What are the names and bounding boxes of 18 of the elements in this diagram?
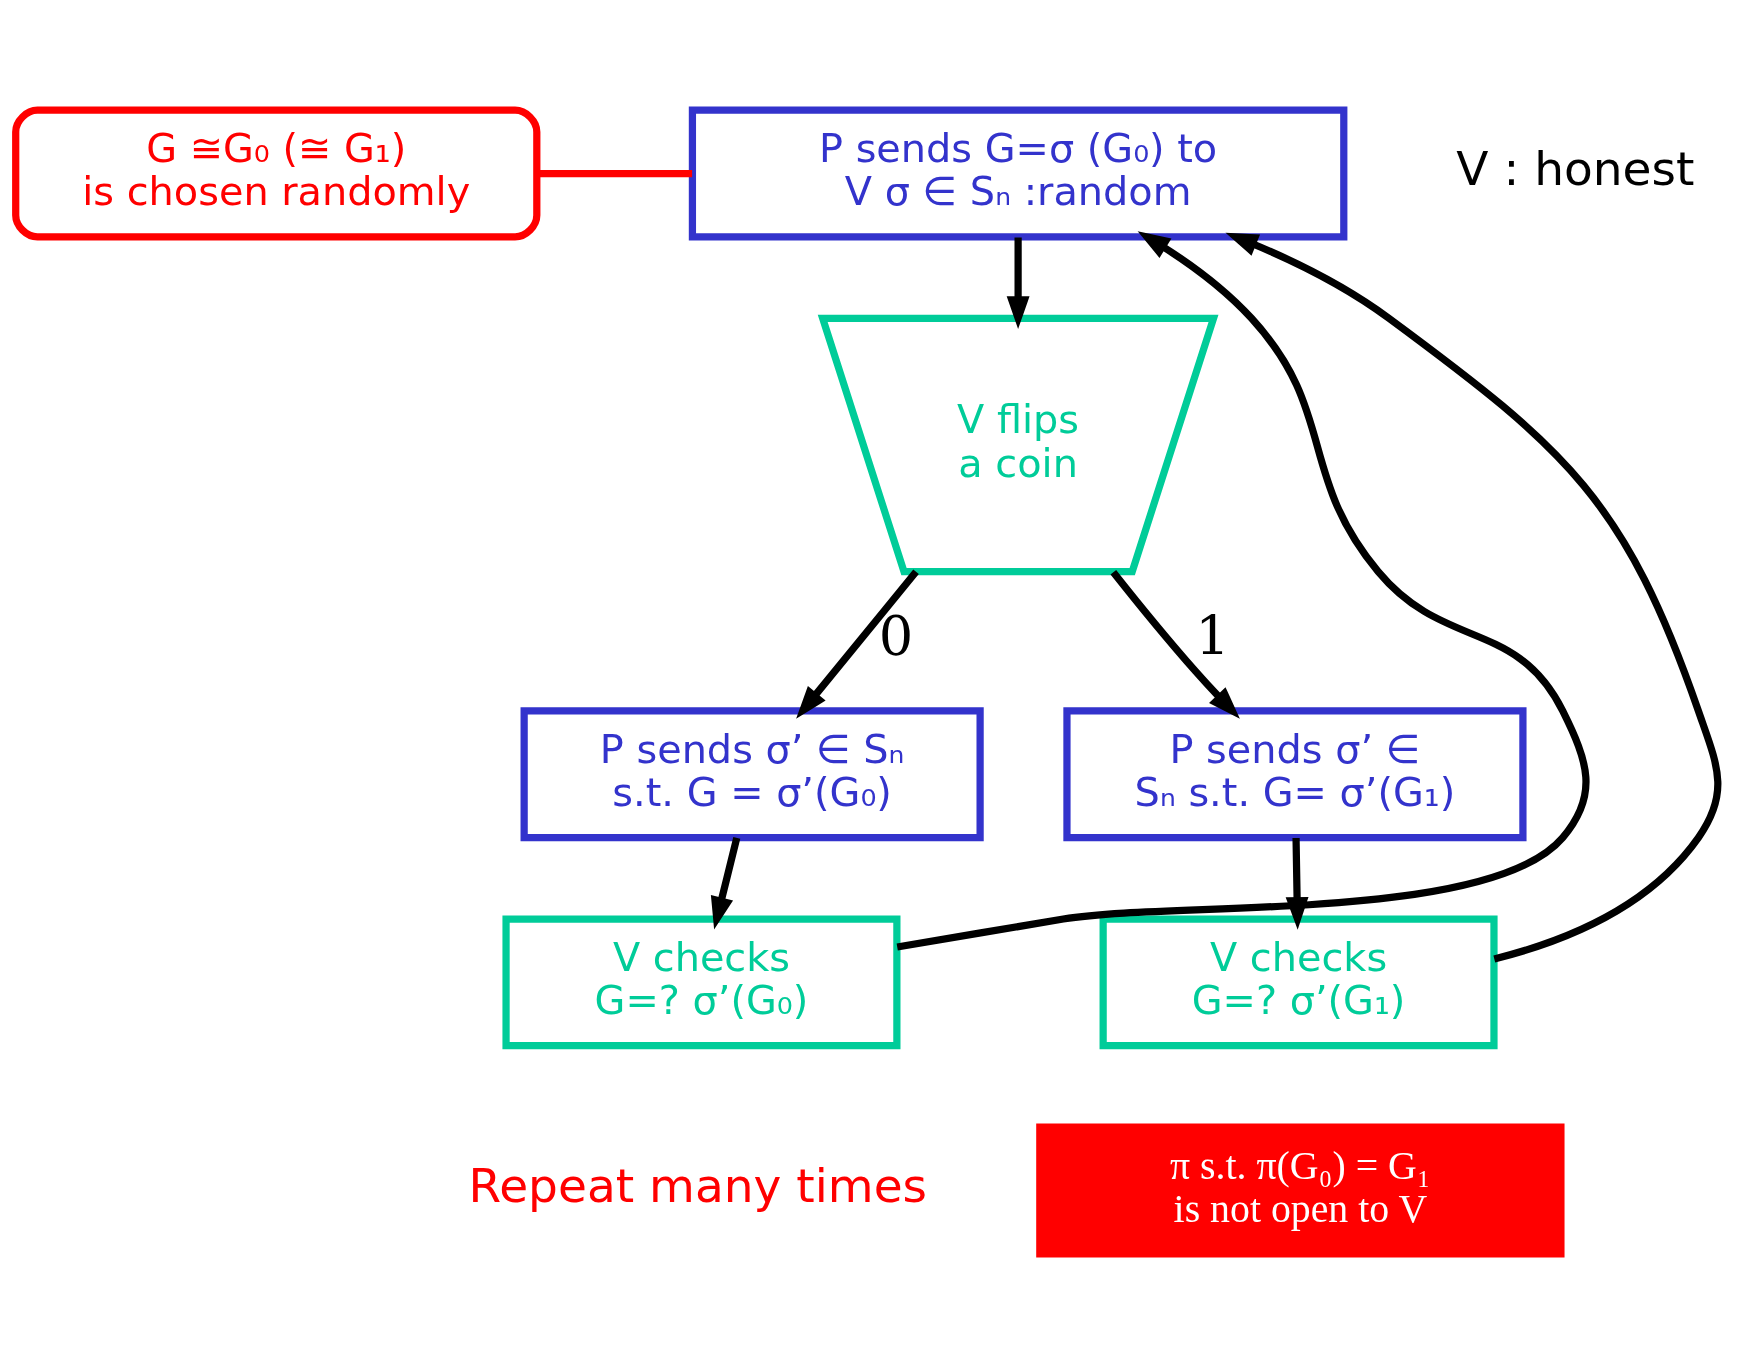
arrow (1006, 237, 1030, 329)
node-box: P sends G=σ (G₀) to V σ ∈ Sₙ :random (688, 106, 1348, 240)
arrow (1110, 569, 1240, 719)
arrow (896, 230, 1590, 951)
label: V : honest (1456, 140, 1695, 196)
arrow (1225, 232, 1722, 962)
node-box: π s.t. π(G₀) = G₁ is not open to V (1036, 1123, 1565, 1257)
arrow (710, 836, 741, 929)
node-box: P sends σ’ ∈ Sₙ s.t. G = σ’(G₀) (520, 706, 984, 841)
node-box: V checks G=? σ’(G₀) (502, 914, 901, 1049)
edge-label: 1 (1195, 604, 1230, 668)
node-box: P sends σ’ ∈ Sₙ s.t. G= σ’(G₁) (1063, 706, 1527, 841)
edge-label: 0 (878, 604, 914, 668)
label: Repeat many times (468, 1157, 928, 1213)
arrow (796, 568, 919, 719)
connector (537, 169, 693, 177)
node-box: V checks G=? σ’(G₁) (1099, 914, 1498, 1049)
node-box: G ≅G₀ (≅ G₁) is chosen randomly (12, 106, 541, 240)
